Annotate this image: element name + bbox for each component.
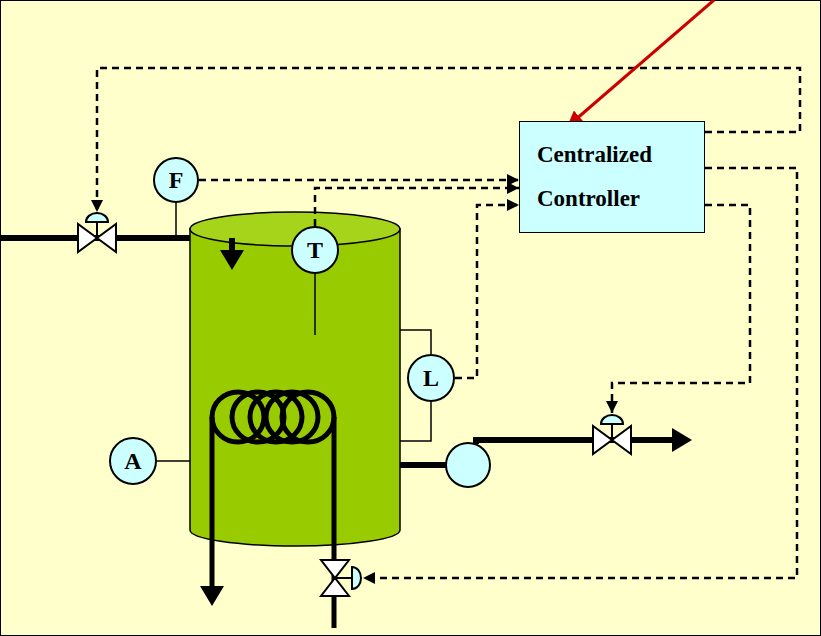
outlet-valve (593, 426, 612, 454)
pump (446, 443, 490, 487)
flow-arrowhead (672, 428, 692, 452)
valve-actuator (601, 415, 623, 424)
coolant-pipe (210, 417, 215, 588)
node-label: L (423, 364, 439, 392)
callout-arrow (567, 0, 714, 127)
sensor-tap (400, 402, 431, 441)
valve-stem (335, 577, 352, 579)
node-label: A (124, 447, 141, 475)
tank-body (190, 229, 400, 546)
control-signal (612, 205, 750, 413)
signal-line (315, 188, 519, 226)
valve-actuator (352, 567, 361, 589)
inlet-valve (78, 224, 97, 252)
sensor-circle (110, 438, 156, 484)
valve-stem (611, 424, 613, 440)
coolant-valve (321, 560, 349, 578)
valve-stem (96, 222, 98, 238)
sensor-tap (157, 460, 190, 462)
flow-sensor: F (153, 157, 199, 203)
controller-box: Centralized Controller (519, 121, 705, 233)
coil-loop (282, 392, 334, 442)
analyzer-sensor: A (109, 437, 157, 485)
inlet-valve (97, 224, 116, 252)
outlet-pipe (476, 440, 674, 444)
temperature-sensor: T (291, 226, 339, 274)
signal-line (455, 205, 519, 378)
coolant-valve (321, 578, 349, 596)
flow-arrowhead (220, 250, 244, 270)
node-label: Centralized Controller (537, 133, 687, 221)
outlet-valve (612, 426, 631, 454)
outlet-pipe (400, 462, 448, 468)
flow-arrowhead (200, 586, 224, 606)
sensor-circle (292, 227, 338, 273)
sensor-probe (314, 274, 316, 335)
sensor-circle (154, 158, 198, 202)
inlet-pipe (229, 238, 235, 252)
node-label: F (169, 166, 184, 194)
sensor-tap (175, 202, 177, 238)
level-sensor: L (407, 354, 455, 402)
signal-line (199, 179, 519, 182)
valve-actuator (86, 213, 108, 222)
sensor-tap (400, 330, 431, 354)
node-label: T (307, 236, 323, 264)
sensor-circle (408, 355, 454, 401)
